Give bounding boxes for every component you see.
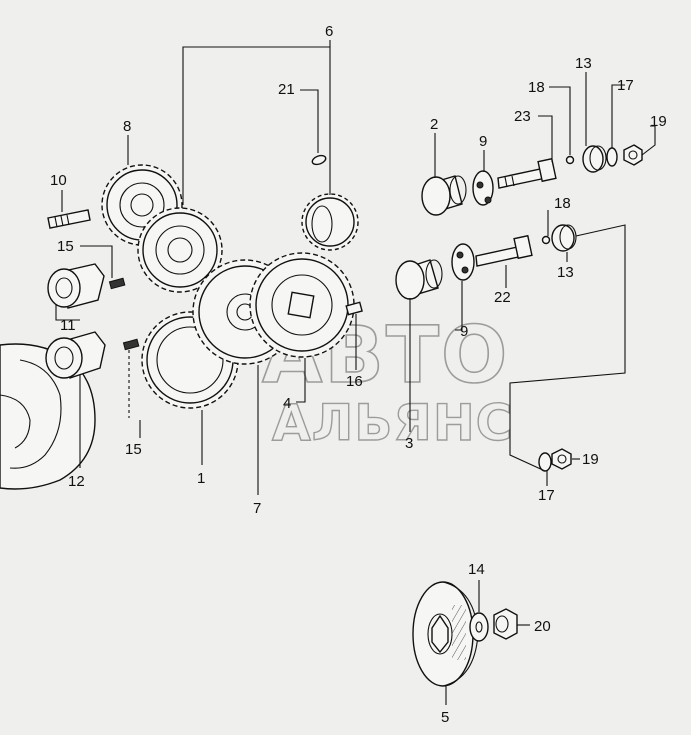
callout-15-lower: 15 xyxy=(125,441,142,458)
key-part-15-upper xyxy=(108,277,126,290)
callout-labels: 6 21 8 10 15 11 15 12 1 7 4 16 2 9 23 18… xyxy=(50,23,667,726)
washer-part-9-upper xyxy=(472,170,494,206)
bolt-part-22 xyxy=(475,234,533,267)
watermark-line2: АЛЬЯНС xyxy=(272,394,513,452)
callout-19-lower: 19 xyxy=(582,451,599,468)
key-part-15-lower xyxy=(122,338,140,351)
watermark: АВТО АЛЬЯНС xyxy=(261,310,513,453)
gear-part-6-small xyxy=(301,193,359,251)
callout-8: 8 xyxy=(123,118,131,135)
callout-13-lower: 13 xyxy=(557,264,574,281)
callout-9-upper: 9 xyxy=(479,133,487,150)
collar-part-13-upper xyxy=(582,145,607,173)
callout-5: 5 xyxy=(441,709,449,726)
nut-part-19-upper xyxy=(623,144,643,166)
callout-1: 1 xyxy=(197,470,205,487)
callout-3: 3 xyxy=(405,435,413,452)
callout-6: 6 xyxy=(325,23,333,40)
collar-part-13-lower xyxy=(551,224,577,252)
callout-15-upper: 15 xyxy=(57,238,74,255)
callout-23: 23 xyxy=(514,108,531,125)
gear-part-6-large xyxy=(137,207,223,293)
pin-part-16 xyxy=(345,301,363,316)
oring-part-17-lower xyxy=(538,452,552,472)
spacer-part-2 xyxy=(421,175,467,216)
callout-11: 11 xyxy=(60,317,76,334)
washer-part-14 xyxy=(469,612,489,642)
callout-22: 22 xyxy=(494,289,511,306)
nut-part-19-lower xyxy=(551,448,572,470)
callout-16: 16 xyxy=(346,373,363,390)
callout-20: 20 xyxy=(534,618,551,635)
gear-part-4 xyxy=(249,252,355,358)
callout-14: 14 xyxy=(468,561,485,578)
spacer-part-3 xyxy=(395,259,443,300)
callout-12: 12 xyxy=(68,473,85,490)
housing-part xyxy=(0,343,96,490)
callout-21: 21 xyxy=(278,81,295,98)
callout-2: 2 xyxy=(430,116,438,133)
callout-18-lower: 18 xyxy=(554,195,571,212)
oring-part-17-upper xyxy=(606,147,618,167)
ring-part-18-lower xyxy=(541,235,551,245)
callout-17-upper: 17 xyxy=(617,77,634,94)
ring-part-18-upper xyxy=(565,155,575,165)
callout-19-upper: 19 xyxy=(650,113,667,130)
nut-part-20 xyxy=(493,608,518,640)
bushing-part-11 xyxy=(47,263,105,309)
hub-part-5 xyxy=(412,581,479,687)
callout-13-upper: 13 xyxy=(575,55,592,72)
callout-4: 4 xyxy=(283,395,291,412)
leader-lines xyxy=(55,40,656,705)
washer-part-9-lower xyxy=(451,243,475,281)
callout-10: 10 xyxy=(50,172,67,189)
callout-7: 7 xyxy=(253,500,261,517)
callout-9-lower: 9 xyxy=(460,323,468,340)
bolt-part-23 xyxy=(497,157,557,189)
callout-17-lower: 17 xyxy=(538,487,555,504)
callout-18-upper: 18 xyxy=(528,79,545,96)
pin-part-21 xyxy=(311,154,327,166)
stud-part-10 xyxy=(47,209,91,229)
bushing-part-12 xyxy=(45,331,106,379)
